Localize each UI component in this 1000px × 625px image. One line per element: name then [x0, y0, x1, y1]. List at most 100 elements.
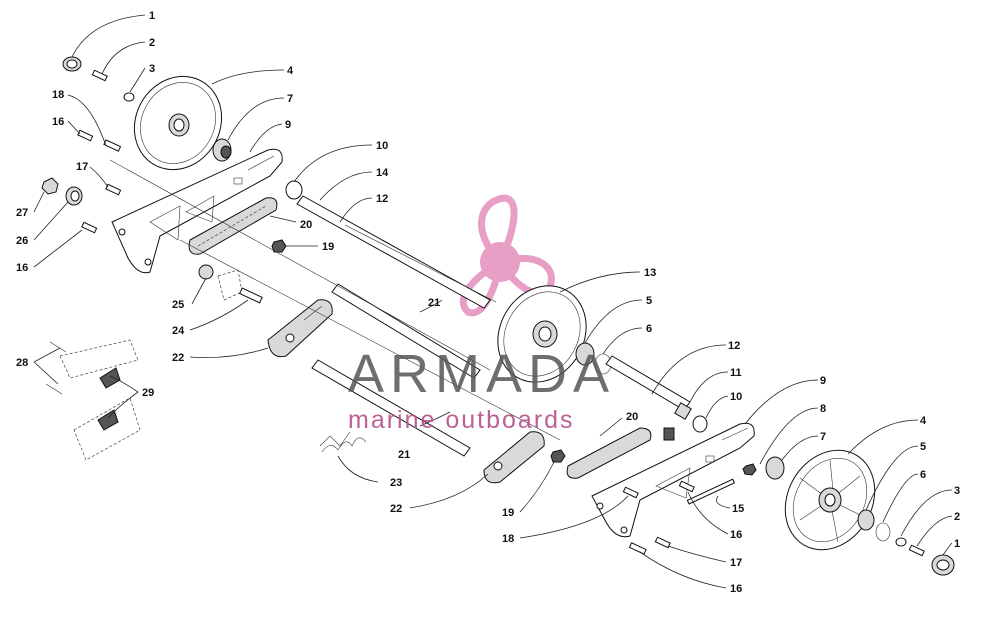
part-washer-3-upper	[123, 92, 135, 102]
part-bracket-22-upper	[267, 299, 333, 358]
part-spring-23	[319, 431, 367, 453]
part-bolt-24	[239, 287, 263, 304]
callout-4-upper: 4	[287, 65, 294, 77]
callout-2-upper: 2	[149, 37, 155, 49]
part-bracket-22-lower	[483, 431, 545, 484]
callout-numbers: 1 2 3 4 7 9 18 16 17 27 26 16 10 14 12 2…	[16, 10, 960, 595]
part-spacer-7-lower	[765, 456, 785, 480]
part-bolt-17-upper	[105, 183, 122, 196]
part-snap-ring-6-lower	[875, 522, 891, 542]
part-bearing-5-lower	[857, 509, 875, 531]
part-bolt-16-left	[81, 221, 98, 234]
callout-9-upper: 9	[285, 119, 291, 131]
part-bolt-17-lower	[654, 536, 671, 549]
callout-1-upper: 1	[149, 10, 155, 22]
part-washer-3-lower	[895, 537, 907, 547]
part-idler-wheel-4-lower	[784, 449, 876, 551]
part-shaft-21-lower	[311, 359, 471, 457]
callout-13: 13	[644, 267, 656, 279]
callout-22-upper: 22	[172, 352, 184, 364]
part-bracket-outline	[217, 269, 243, 301]
callout-26: 26	[16, 235, 28, 247]
callout-16-upper: 16	[52, 116, 64, 128]
part-bolt-16-lower-b	[628, 542, 647, 555]
callout-8: 8	[820, 403, 826, 415]
part-side-rail-9-lower	[591, 422, 755, 538]
callout-21-lower: 21	[398, 449, 410, 461]
part-bolt-16-upper	[77, 129, 94, 142]
watermark-subtitle: marine outboards	[348, 406, 575, 434]
callout-14: 14	[376, 167, 389, 179]
callout-19-upper: 19	[322, 241, 334, 253]
part-spacer-7-upper	[212, 138, 232, 162]
part-bolt-18-upper	[103, 139, 122, 152]
part-bolt-2-upper	[91, 69, 108, 82]
callout-18-upper: 18	[52, 89, 64, 101]
part-bolt-18-lower	[622, 486, 639, 499]
callout-5-lower: 5	[920, 441, 926, 453]
part-cap-1-upper	[62, 56, 82, 72]
callout-10-lower: 10	[730, 391, 742, 403]
part-spacer-11	[674, 402, 692, 420]
callout-1-lower: 1	[954, 538, 960, 550]
callout-11: 11	[730, 367, 742, 379]
callout-28: 28	[16, 357, 28, 369]
callout-29: 29	[142, 387, 154, 399]
leader-lines	[33, 14, 953, 589]
callout-3-upper: 3	[149, 63, 155, 75]
callout-17-lower: 17	[730, 557, 742, 569]
part-shaft-21-upper	[331, 283, 481, 379]
part-bushing-26	[65, 186, 83, 206]
callout-16-lower-b: 16	[730, 583, 742, 595]
watermark-title: ARMADA	[348, 344, 615, 404]
part-cap-1-lower	[931, 554, 955, 576]
callout-25: 25	[172, 299, 184, 311]
inset-rail-detail	[45, 339, 141, 461]
part-side-rail-9-upper	[111, 148, 283, 274]
callout-17-upper: 17	[76, 161, 88, 173]
part-washer-10-upper	[285, 180, 303, 200]
callout-21-upper: 21	[428, 297, 440, 309]
part-idler-wheel-4-upper	[133, 75, 223, 171]
callout-20-upper: 20	[300, 219, 312, 231]
part-bolt-16-lower-a	[678, 480, 695, 493]
callout-18-lower: 18	[502, 533, 514, 545]
callout-2-lower: 2	[954, 511, 960, 523]
callout-20-lower: 20	[626, 411, 638, 423]
callout-22-lower: 22	[390, 503, 402, 515]
part-nut-lower	[742, 463, 757, 476]
callout-10-upper: 10	[376, 140, 388, 152]
part-nut-19-upper	[271, 239, 287, 253]
callout-6-lower: 6	[920, 469, 926, 481]
part-slide-block-20-lower	[566, 427, 652, 479]
part-bolt-2-lower	[908, 544, 925, 557]
part-shaft-14	[296, 195, 491, 309]
part-bushing-25	[198, 264, 214, 280]
part-idler-wheel-13	[497, 285, 587, 383]
callout-16-left: 16	[16, 262, 28, 274]
callout-4-lower: 4	[920, 415, 927, 427]
callout-5-mid: 5	[646, 295, 652, 307]
part-clip-lower	[663, 427, 675, 441]
callout-15: 15	[732, 503, 744, 515]
callout-3-lower: 3	[954, 485, 960, 497]
axis-line-upper	[109, 159, 491, 371]
part-shaft-12-upper	[344, 224, 497, 303]
callout-7-upper: 7	[287, 93, 293, 105]
part-nut-19-lower	[550, 449, 566, 463]
callout-12-upper: 12	[376, 193, 388, 205]
callout-23: 23	[390, 477, 402, 489]
part-bolt-15	[686, 478, 736, 505]
part-shaft-12-lower	[605, 355, 691, 411]
callout-6-mid: 6	[646, 323, 652, 335]
callout-7-lower: 7	[820, 431, 826, 443]
axis-line-mid	[179, 239, 561, 441]
callout-9-lower: 9	[820, 375, 826, 387]
armada-logo-icon	[459, 194, 555, 317]
part-slide-block-20-upper	[188, 197, 278, 255]
callout-16-lower-a: 16	[730, 529, 742, 541]
callout-27: 27	[16, 207, 28, 219]
part-washer-10-lower	[692, 415, 708, 433]
callout-24: 24	[172, 325, 185, 337]
